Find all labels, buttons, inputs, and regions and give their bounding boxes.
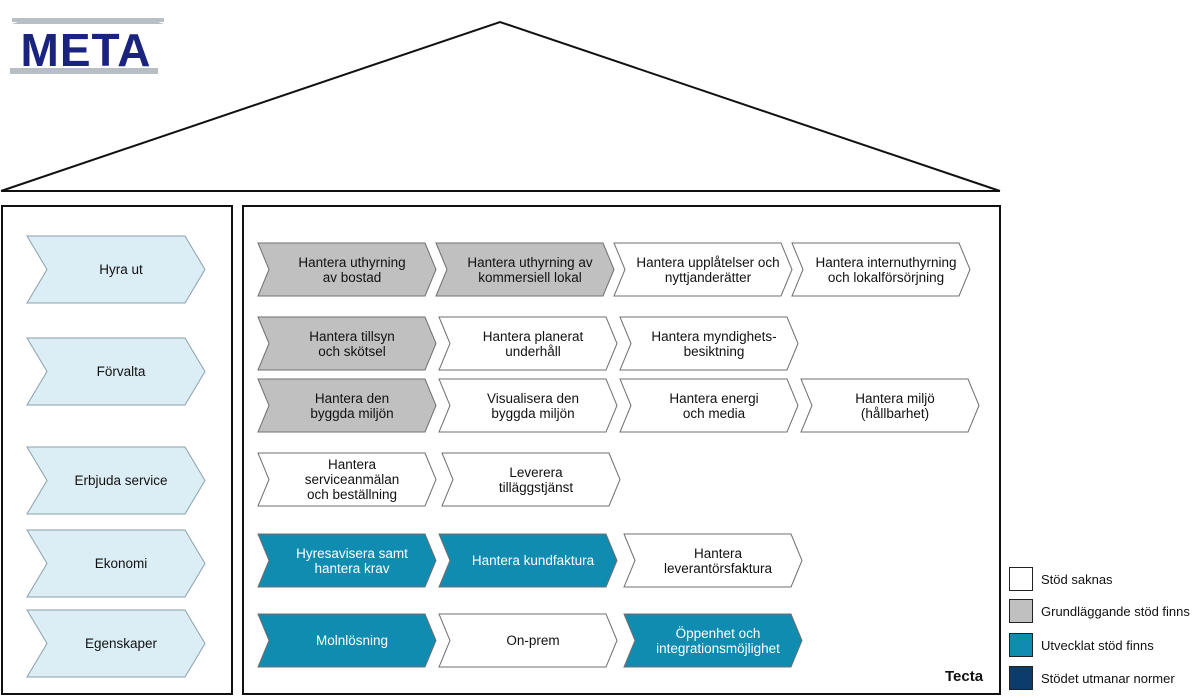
process-chevron: Hantera uthyrning av kommersiell lokal xyxy=(435,242,615,297)
process-chevron: Hantera internuthyrning och lokalförsörj… xyxy=(791,242,971,297)
process-chevron-shape xyxy=(438,378,618,433)
category-chevron: Ekonomi xyxy=(26,529,206,598)
process-chevron-label: Hantera kundfaktura xyxy=(471,553,595,568)
process-chevron-shape xyxy=(257,533,437,588)
process-chevron-label: Molnlösning xyxy=(315,633,389,648)
process-chevron-label: Hantera uthyrning av bostad xyxy=(298,254,406,285)
process-chevron: Hyresavisera samt hantera krav xyxy=(257,533,437,588)
legend-item: Grundläggande stöd finns xyxy=(1009,597,1190,625)
process-chevron-shape xyxy=(619,378,799,433)
process-chevron-shape xyxy=(257,316,437,371)
category-chevron-shape xyxy=(26,337,206,406)
legend-label: Utvecklat stöd finns xyxy=(1041,637,1154,653)
category-chevron-label: Förvalta xyxy=(96,364,146,379)
process-chevron-shape xyxy=(438,533,618,588)
process-chevron: Hantera tillsyn och skötsel xyxy=(257,316,437,371)
vendor-name: Tecta xyxy=(945,668,984,685)
process-chevron-label: Hantera planerat underhåll xyxy=(482,328,584,359)
svg-text:META: META xyxy=(21,24,152,76)
process-chevron: Hantera miljö (hållbarhet) xyxy=(800,378,980,433)
process-chevron-label: Hantera leverantörsfaktura xyxy=(663,545,773,576)
category-chevron: Egenskaper xyxy=(26,609,206,678)
process-chevron-shape xyxy=(791,242,971,297)
process-chevron-label: Leverera tilläggstjänst xyxy=(498,464,574,495)
process-chevron-label: Hantera den byggda miljön xyxy=(310,390,394,421)
process-chevron-label: Hantera miljö (hållbarhet) xyxy=(855,390,935,421)
category-chevron-shape xyxy=(26,609,206,678)
process-chevron-label: Hantera upplåtelser och nyttjanderätter xyxy=(636,254,780,285)
category-chevron-label: Erbjuda service xyxy=(74,473,168,488)
process-chevron: Hantera upplåtelser och nyttjanderätter xyxy=(613,242,793,297)
legend-label: Grundläggande stöd finns xyxy=(1041,603,1190,619)
process-chevron-shape xyxy=(441,452,621,507)
category-chevron: Hyra ut xyxy=(26,235,206,304)
process-chevron-shape xyxy=(623,533,803,588)
legend-swatch xyxy=(1009,599,1033,623)
process-chevron-shape xyxy=(800,378,980,433)
process-chevron-shape xyxy=(257,242,437,297)
process-chevron: Visualisera den byggda miljön xyxy=(438,378,618,433)
process-chevron-shape xyxy=(613,242,793,297)
house-roof xyxy=(0,20,1001,192)
process-chevron-label: Visualisera den byggda miljön xyxy=(486,390,580,421)
process-chevron: On-prem xyxy=(438,613,618,668)
process-chevron-label: Hantera uthyrning av kommersiell lokal xyxy=(467,254,593,285)
process-chevron-label: Hantera serviceanmälan och beställning xyxy=(304,457,400,502)
category-chevron-shape xyxy=(26,529,206,598)
process-chevron-shape xyxy=(619,316,799,371)
category-chevron-label: Ekonomi xyxy=(94,556,148,571)
process-chevron: Hantera serviceanmälan och beställning xyxy=(257,452,437,507)
process-chevron-shape xyxy=(257,452,437,507)
meta-logo: META xyxy=(10,18,164,76)
process-chevron-label: Öppenhet och integrationsmöjlighet xyxy=(656,625,780,656)
category-chevron-label: Egenskaper xyxy=(84,636,158,651)
legend-item: Utvecklat stöd finns xyxy=(1009,631,1154,659)
process-chevron-label: Hantera internuthyrning och lokalförsörj… xyxy=(815,254,957,285)
process-chevron-shape xyxy=(435,242,615,297)
process-chevron: Hantera planerat underhåll xyxy=(438,316,618,371)
legend-swatch xyxy=(1009,567,1033,591)
category-chevron-label: Hyra ut xyxy=(99,262,143,277)
process-chevron-shape xyxy=(257,378,437,433)
legend-label: Stöd saknas xyxy=(1041,571,1113,587)
legend-item: Stödet utmanar normer xyxy=(1009,664,1175,692)
category-chevron-shape xyxy=(26,446,206,515)
process-chevron-label: Hantera tillsyn och skötsel xyxy=(309,328,395,359)
process-chevron: Hantera myndighets- besiktning xyxy=(619,316,799,371)
process-chevron-label: On-prem xyxy=(506,633,560,648)
process-chevron-shape xyxy=(438,316,618,371)
process-chevron: Hantera energi och media xyxy=(619,378,799,433)
category-chevron-shape xyxy=(26,235,206,304)
legend-swatch xyxy=(1009,666,1033,690)
process-chevron-label: Hyresavisera samt hantera krav xyxy=(296,545,408,576)
process-chevron: Leverera tilläggstjänst xyxy=(441,452,621,507)
legend-label: Stödet utmanar normer xyxy=(1041,670,1175,686)
process-chevron-shape xyxy=(623,613,803,668)
legend-item: Stöd saknas xyxy=(1009,565,1113,593)
process-chevron: Hantera kundfaktura xyxy=(438,533,618,588)
process-chevron: Hantera leverantörsfaktura xyxy=(623,533,803,588)
process-chevron-shape xyxy=(257,613,437,668)
process-chevron: Hantera den byggda miljön xyxy=(257,378,437,433)
legend-swatch xyxy=(1009,633,1033,657)
process-chevron: Öppenhet och integrationsmöjlighet xyxy=(623,613,803,668)
process-chevron-label: Hantera myndighets- besiktning xyxy=(651,328,777,359)
category-chevron: Erbjuda service xyxy=(26,446,206,515)
process-chevron-shape xyxy=(438,613,618,668)
category-chevron: Förvalta xyxy=(26,337,206,406)
process-chevron: Molnlösning xyxy=(257,613,437,668)
process-chevron-label: Hantera energi och media xyxy=(669,390,759,421)
process-chevron: Hantera uthyrning av bostad xyxy=(257,242,437,297)
